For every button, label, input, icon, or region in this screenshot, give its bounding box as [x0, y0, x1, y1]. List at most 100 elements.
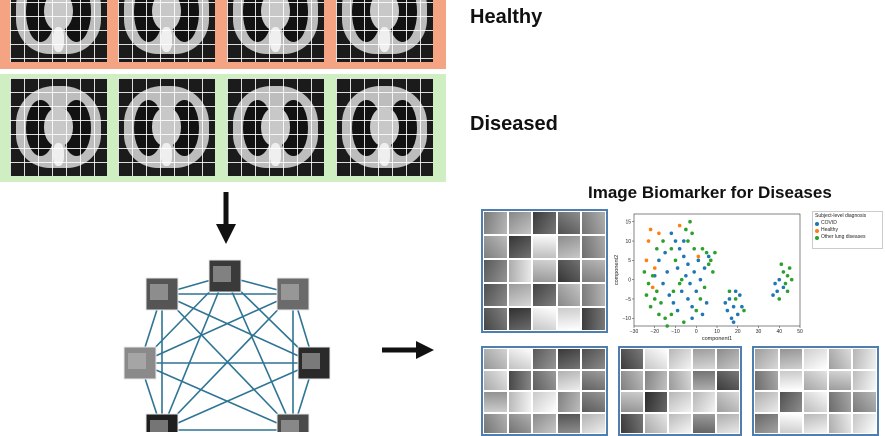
ct-slice-healthy-4	[336, 0, 433, 62]
patch-panel-main	[481, 209, 608, 333]
patch-tile	[483, 307, 508, 331]
patch-tile	[668, 348, 692, 370]
scatter-point-covid	[675, 266, 680, 270]
scatter-point-other	[702, 285, 707, 290]
scatter-point-covid	[661, 281, 665, 286]
patch-graph	[123, 259, 331, 432]
scatter-point-other	[700, 246, 705, 251]
scatter-point-covid	[725, 308, 730, 313]
graph-edge	[161, 362, 315, 431]
patch-tile	[716, 348, 740, 370]
scatter-point-other	[704, 250, 709, 255]
patch-tile	[532, 235, 557, 259]
scatter-point-covid	[702, 266, 707, 270]
scatter-point-other	[777, 297, 782, 301]
patch-tile	[692, 348, 716, 370]
y-axis-label: component2	[614, 255, 620, 285]
patch-tile	[532, 211, 557, 235]
scatter-point-covid	[692, 270, 696, 274]
patch-tile	[852, 391, 877, 413]
patch-panel-cluster-1	[481, 346, 608, 436]
patch-panel-cluster-2	[618, 346, 742, 436]
patch-tile	[483, 283, 508, 307]
patch-tile	[556, 283, 582, 307]
x-tick-label: −20	[651, 329, 660, 335]
patch-tile	[716, 412, 740, 434]
scatter-point-covid	[690, 316, 694, 321]
patch-tile	[532, 391, 557, 413]
x-axis-label: component1	[702, 336, 732, 342]
graph-node-texture	[150, 284, 168, 300]
patch-tile	[827, 348, 853, 370]
biomarker-title: Image Biomarker for Diseases	[588, 183, 832, 202]
patch-tile	[620, 412, 644, 434]
patch-tile	[507, 348, 533, 370]
patch-tile	[507, 412, 533, 434]
scatter-point-other	[783, 281, 788, 286]
patch-tile	[507, 235, 533, 259]
scatter-point-other	[733, 297, 738, 301]
scatter-point-healthy	[646, 239, 651, 243]
scatter-point-other	[692, 246, 696, 251]
patch-tile	[778, 412, 804, 434]
patch-tile	[620, 391, 644, 413]
scatter-point-covid	[735, 312, 740, 317]
y-tick-label: 15	[625, 220, 631, 226]
scatter-point-healthy	[696, 254, 701, 259]
healthy-label: Healthy	[470, 6, 543, 28]
scatter-point-covid	[775, 289, 779, 294]
graph-node-texture	[302, 353, 320, 369]
patch-tile	[644, 391, 668, 413]
scatter-point-other	[673, 258, 678, 263]
scatter-point-other	[650, 273, 655, 278]
patch-tile	[483, 369, 508, 391]
patch-tile	[507, 259, 533, 283]
x-tick-label: −30	[630, 329, 639, 335]
ct-slice-healthy-2	[118, 0, 215, 62]
scatter-point-covid	[684, 273, 688, 278]
legend-other: Other lung diseases	[821, 234, 866, 240]
patch-tile	[483, 211, 508, 235]
scatter-point-other	[742, 308, 746, 313]
scatter-point-covid	[657, 258, 661, 263]
down-arrow-icon	[216, 192, 236, 244]
patch-tile	[692, 412, 716, 434]
scatter-point-other	[671, 289, 676, 294]
scatter-point-covid	[733, 289, 738, 294]
x-tick-label: −10	[671, 329, 680, 335]
patch-tile	[507, 391, 533, 413]
patch-tile	[507, 369, 533, 391]
patch-tile	[483, 391, 508, 413]
scatter-point-covid	[677, 246, 682, 251]
y-tick-label: −5	[625, 297, 631, 303]
legend-other-marker	[815, 235, 819, 240]
graph-edge	[161, 275, 226, 431]
graph-node-texture	[281, 420, 299, 432]
scatter-point-other	[669, 246, 674, 251]
scatter-point-other	[684, 227, 688, 232]
patch-tile	[778, 369, 804, 391]
patch-tile	[716, 369, 740, 391]
y-tick-label: 5	[628, 258, 631, 264]
patch-tile	[803, 348, 828, 370]
x-tick-label: 40	[776, 329, 782, 335]
graph-edge	[139, 362, 294, 431]
scatter-point-other	[785, 273, 790, 278]
x-tick-label: 30	[756, 329, 762, 335]
patch-tile	[803, 391, 828, 413]
scatter-point-healthy	[650, 285, 655, 290]
scatter-point-covid	[679, 289, 684, 294]
patch-tile	[532, 348, 557, 370]
ct-slice-diseased-4	[336, 78, 433, 176]
scatter-point-other	[652, 297, 657, 301]
patch-tile	[644, 412, 668, 434]
y-tick-label: 0	[628, 277, 631, 283]
patch-tile	[556, 391, 582, 413]
scatter-point-covid	[688, 281, 692, 286]
patch-tile	[827, 391, 853, 413]
ct-slice-diseased-1	[10, 78, 107, 176]
scatter-point-covid	[667, 293, 672, 297]
scatter-point-other	[655, 289, 659, 294]
scatter-point-other	[789, 277, 794, 282]
